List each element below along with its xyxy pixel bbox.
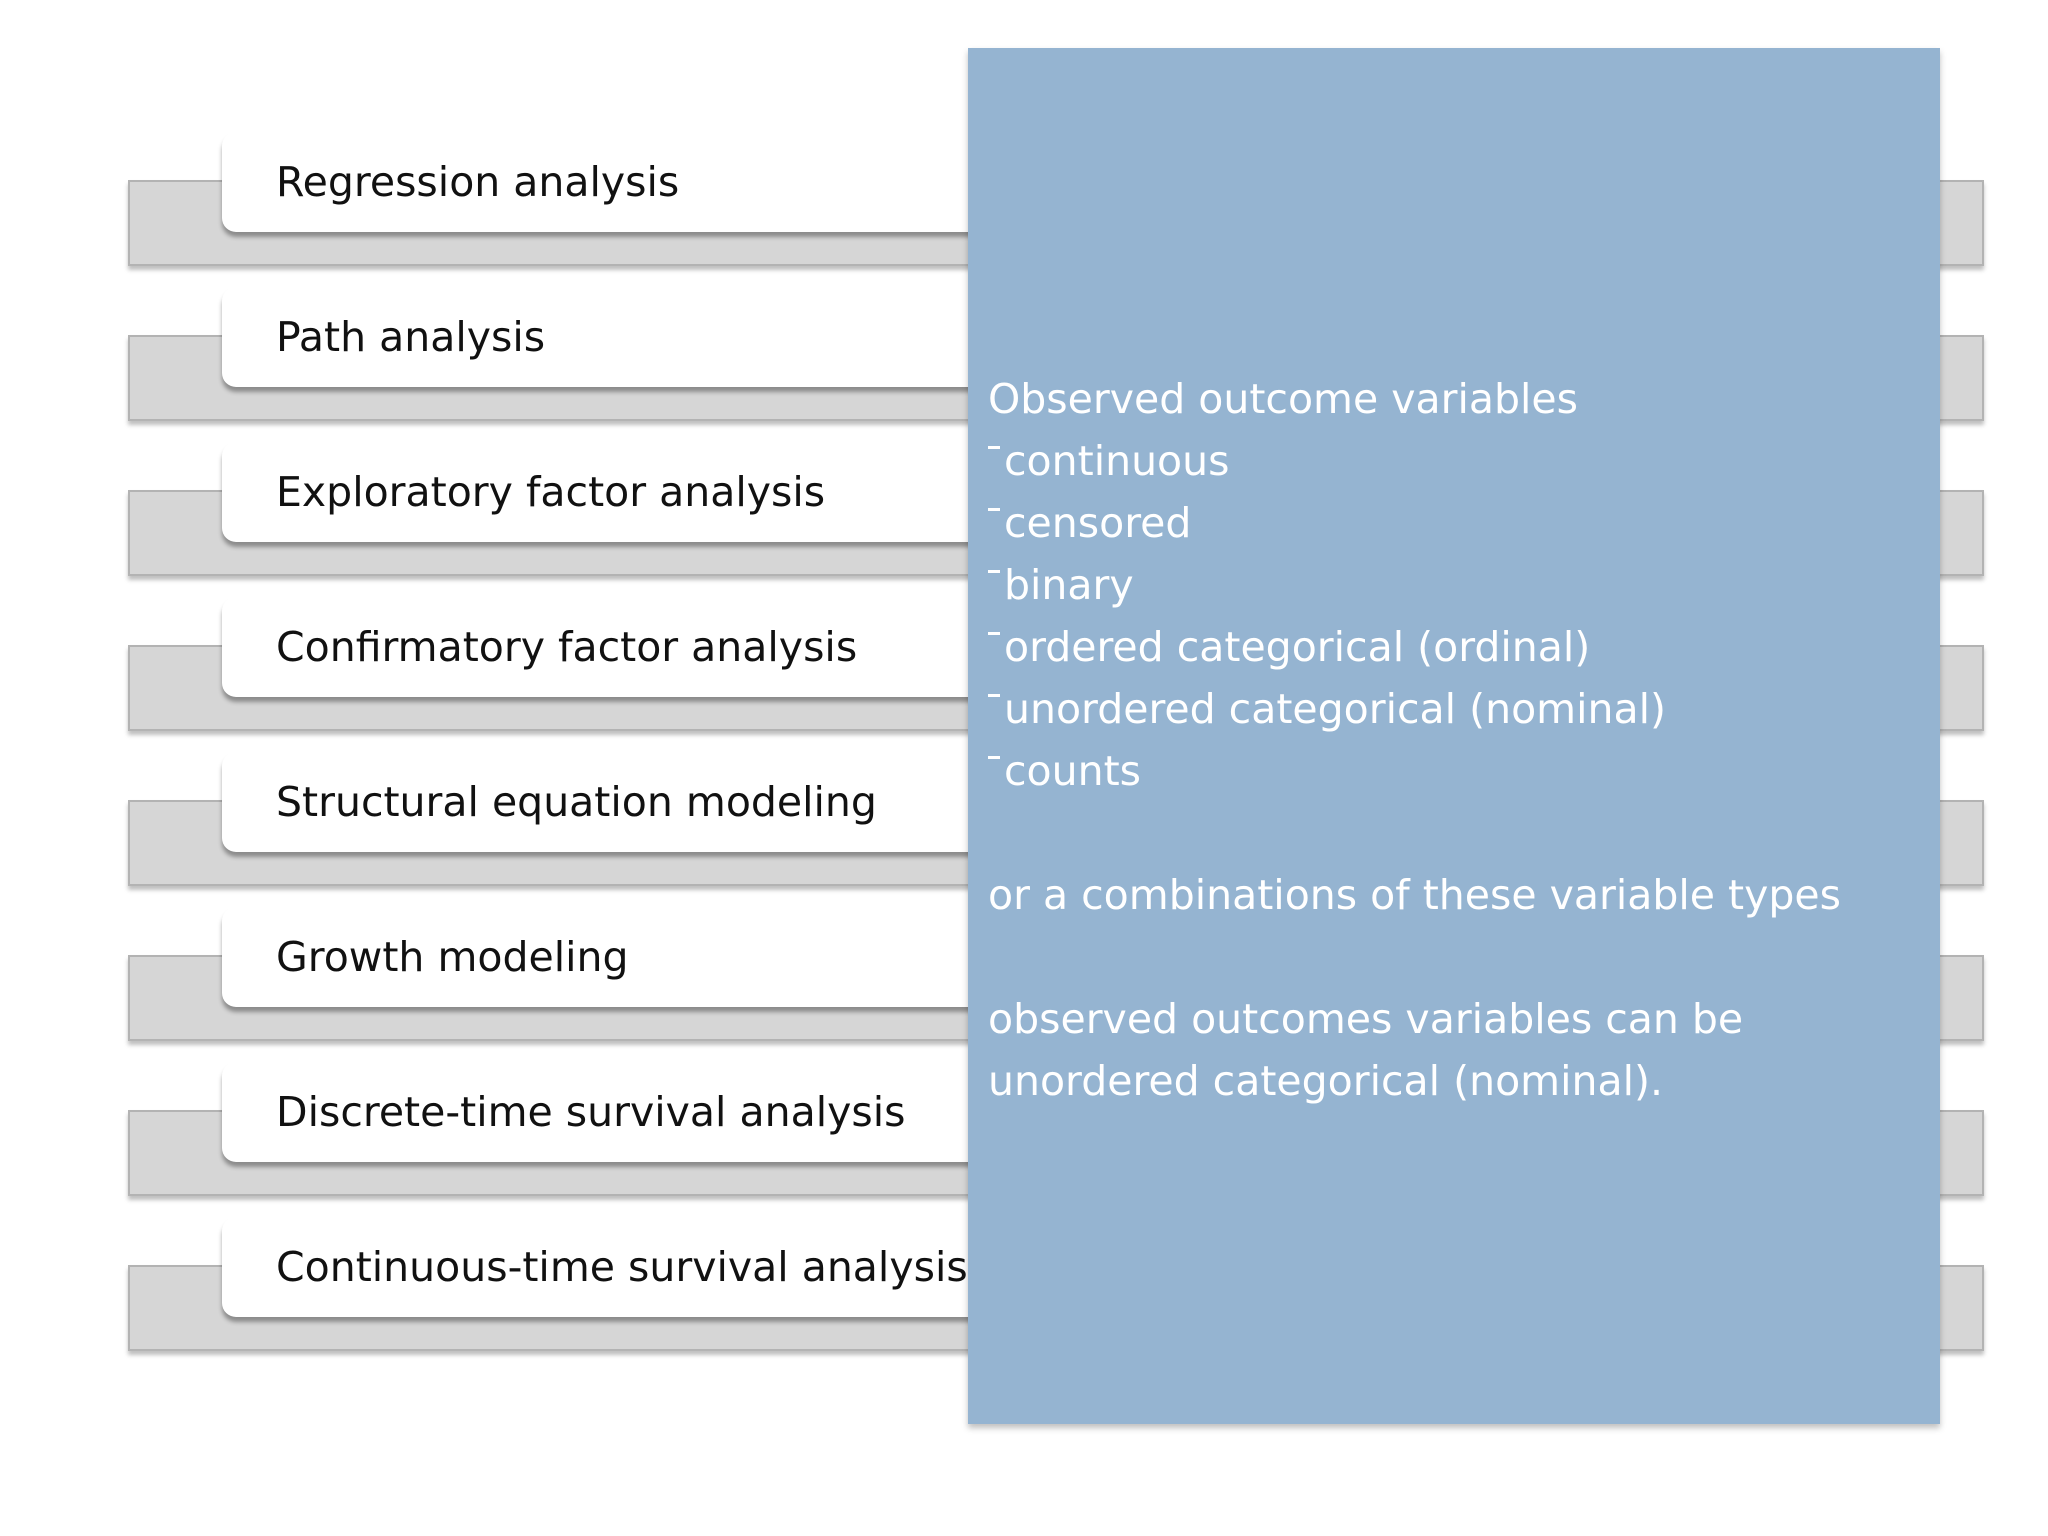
nominal-note-line-2: unordered categorical (nominal). xyxy=(988,1057,1664,1105)
blank-line xyxy=(988,926,1920,988)
variable-type-item: ordered categorical (ordinal) xyxy=(988,616,1920,678)
variable-type-label: counts xyxy=(1004,747,1142,795)
outcome-variables-panel: Observed outcome variables continuous ce… xyxy=(968,48,1940,1424)
variable-type-item: counts xyxy=(988,740,1920,802)
nominal-note-line-1: observed outcomes variables can be xyxy=(988,995,1744,1043)
analysis-label-card: Exploratory factor analysis xyxy=(222,442,1022,542)
analysis-label: Discrete-time survival analysis xyxy=(276,1088,906,1136)
dash-bullet-icon xyxy=(988,446,1000,449)
variable-type-label: ordered categorical (ordinal) xyxy=(1004,623,1591,671)
variable-type-label: continuous xyxy=(1004,437,1230,485)
analysis-label: Exploratory factor analysis xyxy=(276,468,826,516)
blank-line xyxy=(988,802,1920,864)
dash-bullet-icon xyxy=(988,570,1000,573)
analysis-label-card: Growth modeling xyxy=(222,907,1022,1007)
dash-bullet-icon xyxy=(988,756,1000,759)
analysis-label: Growth modeling xyxy=(276,933,629,981)
analysis-label-card: Path analysis xyxy=(222,287,1022,387)
dash-bullet-icon xyxy=(988,508,1000,511)
dash-bullet-icon xyxy=(988,632,1000,635)
analysis-label-card: Confirmatory factor analysis xyxy=(222,597,1022,697)
analysis-label-card: Regression analysis xyxy=(222,132,1022,232)
analysis-label-card: Discrete-time survival analysis xyxy=(222,1062,1022,1162)
analysis-label-card: Continuous-time survival analysis xyxy=(222,1217,1022,1317)
panel-heading: Observed outcome variables xyxy=(988,375,1579,423)
analysis-label: Structural equation modeling xyxy=(276,778,877,826)
panel-text: Observed outcome variables continuous ce… xyxy=(988,368,1920,1112)
analysis-label: Confirmatory factor analysis xyxy=(276,623,858,671)
variable-type-item: censored xyxy=(988,492,1920,554)
analysis-label: Regression analysis xyxy=(276,158,680,206)
analysis-label: Path analysis xyxy=(276,313,546,361)
variable-type-label: unordered categorical (nominal) xyxy=(1004,685,1666,733)
dash-bullet-icon xyxy=(988,694,1000,697)
variable-type-item: continuous xyxy=(988,430,1920,492)
variable-type-label: censored xyxy=(1004,499,1192,547)
variable-type-item: unordered categorical (nominal) xyxy=(988,678,1920,740)
variable-type-item: binary xyxy=(988,554,1920,616)
combination-note: or a combinations of these variable type… xyxy=(988,871,1841,919)
variable-type-label: binary xyxy=(1004,561,1134,609)
analysis-label-card: Structural equation modeling xyxy=(222,752,1022,852)
analysis-label: Continuous-time survival analysis xyxy=(276,1243,968,1291)
